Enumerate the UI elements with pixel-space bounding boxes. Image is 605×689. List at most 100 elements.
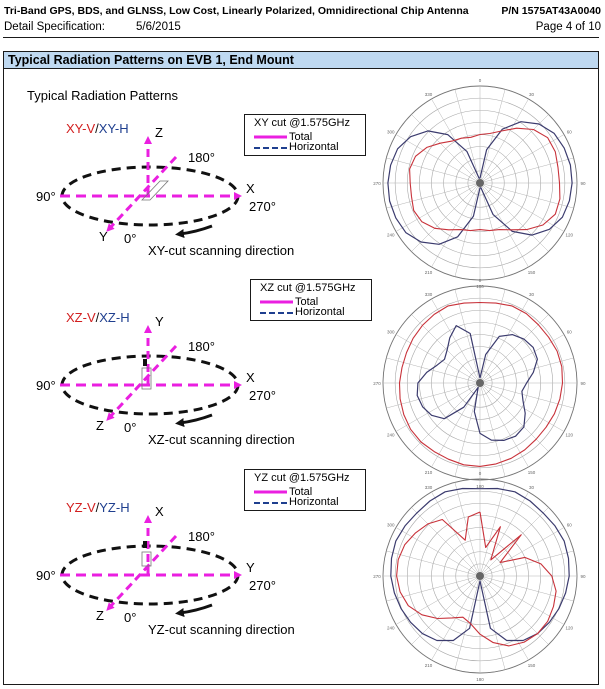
- angle-90: 90°: [36, 568, 56, 583]
- polar-tick-label: 90: [580, 381, 586, 386]
- polar-spoke: [479, 334, 565, 384]
- antenna-board: [141, 551, 152, 567]
- axis-label-right: X: [246, 181, 255, 196]
- axis-label-up: X: [155, 504, 164, 519]
- angle-270: 270°: [249, 388, 276, 403]
- polar-tick-label: 330: [425, 485, 433, 490]
- scan-direction-arrow: [175, 603, 213, 617]
- legend-title: XY cut @1.575GHz: [254, 117, 350, 129]
- polar-center: [476, 379, 484, 387]
- polar-tick-label: 60: [567, 330, 573, 335]
- panel-spacer: [3, 269, 599, 270]
- panel-spacer: [3, 459, 599, 460]
- axis-diagonal: [106, 344, 178, 421]
- antenna-chip: [143, 541, 147, 548]
- polar-spoke: [411, 575, 481, 645]
- document-title: Tri-Band GPS, BDS, and GLNSS, Low Cost, …: [4, 5, 469, 17]
- scan-direction-arrow: [175, 224, 213, 238]
- polar-tick-label: 300: [387, 523, 395, 528]
- polar-spoke: [454, 482, 481, 577]
- polar-spoke: [431, 182, 481, 268]
- polar-spoke: [479, 575, 549, 645]
- legend-swatches: [260, 300, 293, 314]
- polar-spoke: [479, 114, 549, 184]
- axis-label-up: Z: [155, 125, 163, 140]
- polar-spoke: [479, 382, 565, 432]
- polar-spoke: [411, 182, 481, 252]
- polar-spoke: [454, 289, 481, 384]
- legend-swatches: [254, 490, 287, 504]
- polar-tick-label: 270: [373, 181, 381, 186]
- polar-spoke: [479, 298, 529, 384]
- polar-spoke: [479, 157, 574, 184]
- legend-horizontal-label: Horizontal: [289, 496, 339, 508]
- polar-tick-label: 330: [425, 92, 433, 97]
- polar-tick-label: 0: [479, 278, 482, 283]
- polar-spoke: [386, 382, 481, 409]
- polar-spoke: [479, 89, 506, 184]
- polar-center: [476, 179, 484, 187]
- axis-label-diagonal: Z: [96, 418, 104, 433]
- polar-spoke: [479, 289, 506, 384]
- legend-swatches: [254, 135, 287, 149]
- polar-tick-label: 300: [387, 330, 395, 335]
- angle-90: 90°: [36, 378, 56, 393]
- polar-spoke: [479, 491, 529, 577]
- polar-tick-label: 330: [425, 292, 433, 297]
- polar-tick-label: 150: [528, 663, 536, 668]
- polar-spoke: [411, 314, 481, 384]
- angle-0: 0°: [124, 610, 136, 625]
- polar-tick-label: 90: [580, 181, 586, 186]
- document-header: Tri-Band GPS, BDS, and GLNSS, Low Cost, …: [4, 5, 601, 19]
- angle-270: 270°: [249, 578, 276, 593]
- axis-label-right: Y: [246, 560, 255, 575]
- polar-spoke: [479, 182, 565, 232]
- legend-total-label: Total: [289, 486, 313, 498]
- polar-spoke: [395, 527, 481, 577]
- legend-horizontal-label: Horizontal: [289, 141, 339, 153]
- polar-tick-label: 30: [529, 292, 535, 297]
- polar-spoke: [479, 182, 549, 252]
- total-pattern-curve: [396, 511, 557, 647]
- polar-spoke: [386, 357, 481, 384]
- polar-spoke: [395, 134, 481, 184]
- polar-tick-label: 0: [479, 78, 482, 83]
- polar-spoke: [411, 507, 481, 577]
- total-pattern-curve: [398, 301, 564, 467]
- header-divider: [3, 37, 599, 38]
- polar-spoke: [395, 382, 481, 432]
- axis-diagonal: [106, 534, 178, 611]
- polar-spoke: [411, 114, 481, 184]
- legend-title: YZ cut @1.575GHz: [254, 472, 350, 484]
- polar-center: [476, 572, 484, 580]
- horizontal-pattern-curve: [390, 487, 570, 642]
- polar-tick-label: 240: [387, 626, 395, 631]
- polar-spoke: [386, 550, 481, 577]
- document-subheader: Detail Specification: 5/6/2015 Page 4 of…: [4, 21, 601, 36]
- polar-tick-label: 90: [580, 574, 586, 579]
- polar-tick-label: 30: [529, 92, 535, 97]
- polar-spoke: [386, 575, 481, 602]
- polar-tick-label: 240: [387, 233, 395, 238]
- scan-direction-label: YZ-cut scanning direction: [148, 622, 295, 637]
- cut-title: YZ-V/YZ-H: [66, 500, 130, 515]
- polar-tick-label: 270: [373, 574, 381, 579]
- axis-label-right: X: [246, 370, 255, 385]
- section-box: [3, 69, 599, 685]
- angle-180: 180°: [188, 339, 215, 354]
- axis-label-diagonal: Z: [96, 608, 104, 623]
- polar-spoke: [479, 575, 565, 625]
- polar-spoke: [395, 334, 481, 384]
- section-title: Typical Radiation Patterns on EVB 1, End…: [3, 51, 599, 69]
- polar-spoke: [479, 527, 565, 577]
- cut-title: XZ-V/XZ-H: [66, 310, 130, 325]
- polar-spoke: [431, 298, 481, 384]
- polar-spoke: [479, 382, 506, 477]
- axis-label-diagonal: Y: [99, 229, 108, 244]
